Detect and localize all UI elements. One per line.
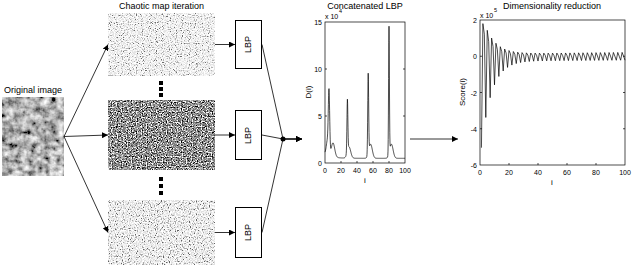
flow-arrow <box>215 44 235 45</box>
axis-label: 10 <box>314 66 322 73</box>
chaotic-image <box>108 100 215 170</box>
chaotic-image <box>108 13 215 76</box>
axis-label: 0 <box>473 53 477 60</box>
axis-label: i <box>551 179 553 187</box>
axis-label: x 10 <box>480 12 493 19</box>
axis-title: D(i) <box>305 86 313 99</box>
axis-label: 20 <box>337 167 345 174</box>
histogram-plot: Concatenated LBP <box>302 22 410 172</box>
node-heading: Concatenated LBP <box>327 1 403 12</box>
reduction-plot: Dimensionality reduction <box>458 20 628 170</box>
chaotic-image <box>108 100 215 170</box>
box-label: LBP <box>244 224 253 241</box>
axis-label: 0 <box>318 160 322 167</box>
flow-arrow <box>64 137 108 233</box>
axis-label: 5 <box>318 113 322 120</box>
axis-label: i <box>364 177 366 185</box>
axis-label: x 10 <box>325 13 338 20</box>
axis-label: 60 <box>563 169 571 176</box>
lbp-box: LBP <box>235 207 262 258</box>
axis-label: 0 <box>323 167 327 174</box>
axis-label: -6 <box>471 162 477 169</box>
axis-label: 60 <box>369 167 377 174</box>
plot-axes <box>325 20 625 165</box>
axis-label: 100 <box>399 167 411 174</box>
axis-label: -2 <box>471 89 477 96</box>
axis-label: 80 <box>592 169 600 176</box>
chaotic-image: Chaotic map iteration <box>108 13 215 76</box>
flow-arrow <box>262 45 302 140</box>
lbp-box: LBP <box>235 110 262 160</box>
axis-label: 5 <box>494 8 497 14</box>
node-heading: Original image <box>4 85 62 96</box>
flow-arrow <box>262 135 302 139</box>
flow-arrow <box>262 139 302 233</box>
histogram-curve <box>325 26 405 158</box>
original-image: Original image <box>2 97 64 176</box>
flow-arrow <box>215 232 235 233</box>
axis-label: 0 <box>478 169 482 176</box>
node-heading: Chaotic map iteration <box>119 1 204 12</box>
axis-label: -4 <box>471 125 477 132</box>
flow-arrow <box>64 135 108 137</box>
box-label: LBP <box>244 36 253 53</box>
score-curve <box>481 24 625 148</box>
flow-arrow <box>410 139 458 140</box>
axis-label: 2 <box>473 17 477 24</box>
axis-label: 100 <box>619 169 631 176</box>
box-label: LBP <box>244 126 253 143</box>
axis-label: 80 <box>385 167 393 174</box>
chaotic-image <box>108 200 215 265</box>
lbp-box: LBP <box>235 20 262 69</box>
axis-label: 40 <box>353 167 361 174</box>
ellipsis-dots <box>159 81 163 195</box>
axis-label: 40 <box>534 169 542 176</box>
flow-arrow <box>215 135 235 136</box>
flow-arrow <box>64 45 108 137</box>
axis-label: 15 <box>314 19 322 26</box>
chaotic-image <box>108 200 215 265</box>
original-texture <box>2 97 64 176</box>
axis-title: Score(i) <box>459 78 467 106</box>
axis-label: 4 <box>339 9 342 15</box>
node-heading: Dimensionality reduction <box>503 1 601 12</box>
axis-label: 20 <box>505 169 513 176</box>
